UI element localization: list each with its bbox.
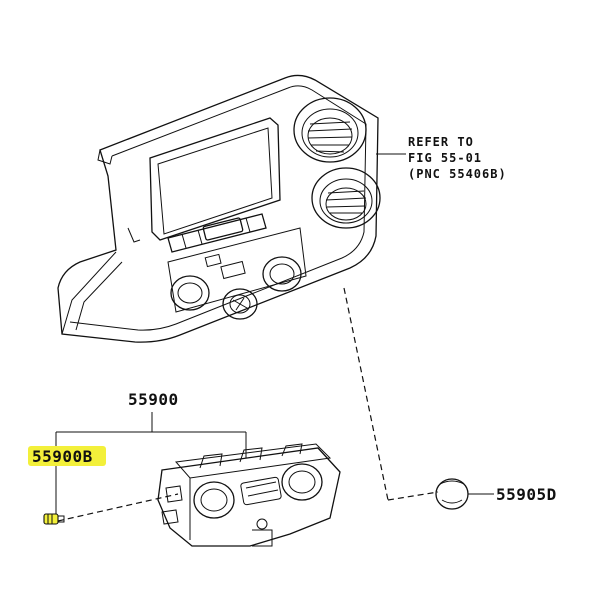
lower-vent [311,167,381,229]
install-line-left [57,493,179,522]
part-55900b-highlight [28,446,106,466]
assembly-knob-right [281,463,323,501]
center-cluster-bezel [57,74,381,343]
bezel-knob-right [262,256,302,292]
install-line-knob [387,491,439,501]
assembly-knob-left [193,481,235,519]
install-line-right [343,287,389,501]
upper-vent [293,97,367,163]
part-55900-bracket [55,412,247,514]
screw-55900b [43,513,65,525]
part-55900b-label: 55900B [32,447,93,466]
bezel-knob-left [170,275,210,311]
part-55900-label: 55900 [128,390,179,409]
reference-line-1: REFER TO [408,135,474,149]
heater-control-assembly [157,443,341,547]
reference-note: REFER TO FIG 55-01 (PNC 55406B) [376,135,507,181]
part-55905d-label: 55905D [496,485,557,504]
reference-line-2: FIG 55-01 [408,151,482,165]
knob-55905d [435,478,494,510]
bezel-knob-center [222,288,258,320]
reference-line-3: (PNC 55406B) [408,167,507,181]
